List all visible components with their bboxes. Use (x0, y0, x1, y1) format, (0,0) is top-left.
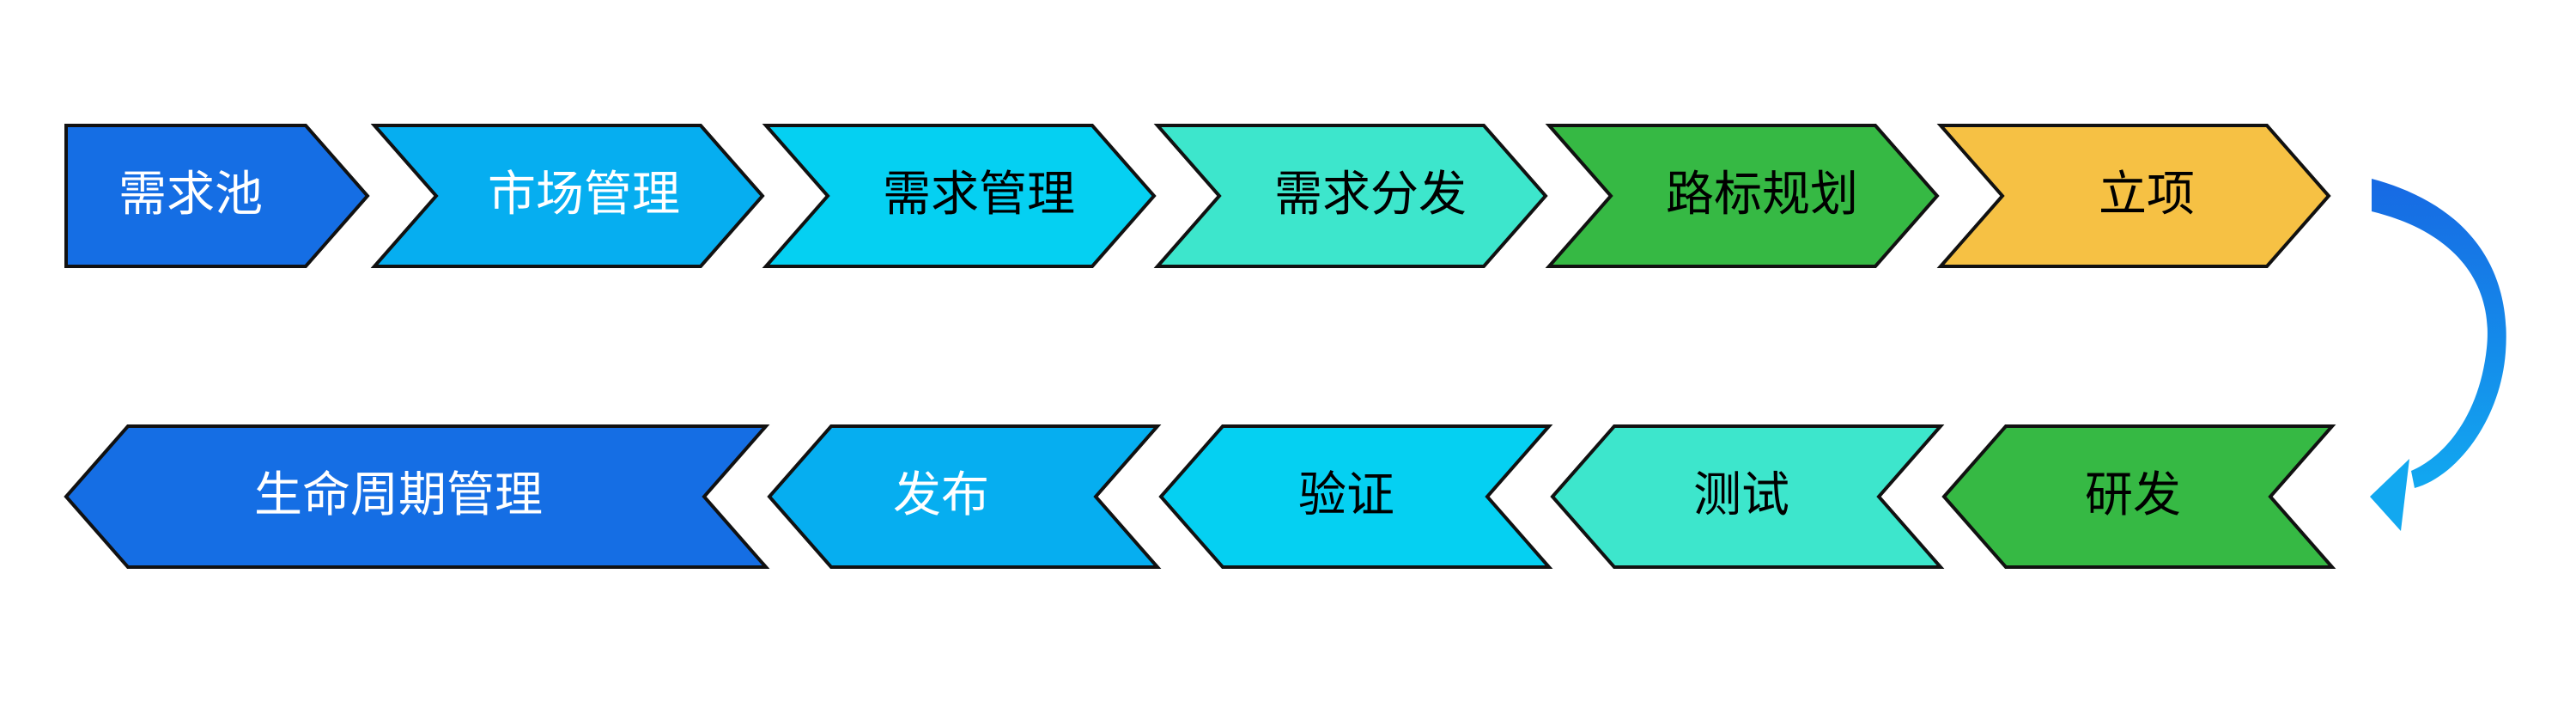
step-shape (1545, 124, 1940, 268)
step-shape (1153, 124, 1548, 268)
step-shape (64, 124, 370, 268)
step-demand-pool: 需求池 (64, 124, 370, 268)
step-shape (1936, 124, 2331, 268)
connector-arrowhead (2370, 459, 2409, 531)
step-shape (1158, 424, 1553, 569)
step-project-initiation: 立项 (1936, 124, 2331, 268)
step-label: 路标规划 (1666, 167, 1858, 223)
step-shape (1941, 424, 2336, 569)
step-label: 需求分发 (1274, 167, 1467, 223)
step-release: 发布 (767, 424, 1162, 569)
step-roadmap-planning: 路标规划 (1545, 124, 1940, 268)
step-lifecycle-management: 生命周期管理 (64, 424, 770, 569)
step-market-management: 市场管理 (370, 124, 765, 268)
step-verification: 验证 (1158, 424, 1553, 569)
step-testing: 测试 (1550, 424, 1945, 569)
step-label: 验证 (1298, 467, 1394, 523)
step-label: 需求池 (118, 167, 263, 223)
step-shape (1550, 424, 1945, 569)
curved-connector-arrow (2370, 179, 2506, 531)
step-development: 研发 (1941, 424, 2336, 569)
step-label: 需求管理 (883, 167, 1075, 223)
step-shape (370, 124, 765, 268)
step-label: 研发 (2085, 467, 2181, 523)
step-label: 生命周期管理 (254, 467, 543, 523)
step-demand-management: 需求管理 (762, 124, 1157, 268)
step-label: 发布 (893, 467, 989, 523)
step-shape (762, 124, 1157, 268)
step-label: 测试 (1693, 467, 1789, 523)
connector-curve (2372, 179, 2506, 488)
step-shape (64, 424, 770, 569)
step-shape (767, 424, 1162, 569)
step-demand-distribution: 需求分发 (1153, 124, 1548, 268)
step-label: 立项 (2099, 167, 2195, 223)
step-label: 市场管理 (488, 167, 680, 223)
